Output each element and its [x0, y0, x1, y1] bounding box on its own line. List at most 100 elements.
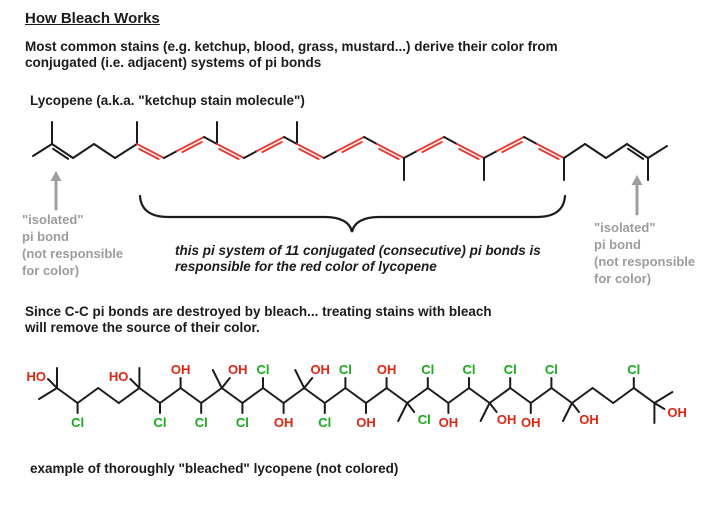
arrow-up-icon [50, 171, 62, 181]
bond [203, 136, 218, 145]
conjugated-double-bond [176, 136, 205, 152]
methyl-bond [38, 387, 58, 400]
bond [344, 387, 367, 404]
bond [550, 387, 573, 404]
conjugated-double-bond [538, 147, 560, 161]
atom-label: Cl [421, 362, 434, 377]
intro-paragraph: Most common stains (e.g. ketchup, blood,… [25, 39, 558, 71]
conjugated-double-bond [416, 136, 445, 152]
bond [129, 378, 141, 389]
conjugated-double-bond [256, 136, 285, 152]
conjugated-double-bond [181, 140, 203, 154]
bond [303, 387, 326, 404]
atom-label: OH [377, 362, 397, 377]
bond [323, 150, 338, 159]
right-isolated-note: "isolated" pi bond (not responsible for … [594, 219, 695, 287]
methyl-bond [653, 391, 674, 404]
atom-label: Cl [418, 412, 431, 427]
conjugated-double-bond [138, 147, 160, 161]
atom-label: Cl [195, 415, 208, 430]
atom-label: OH [667, 405, 687, 420]
note-line: responsible for the red color of lycopen… [175, 259, 437, 274]
bond [612, 387, 635, 404]
isolated-double-bond [627, 147, 645, 160]
bond [179, 387, 203, 404]
bond [365, 387, 388, 404]
bond [523, 136, 538, 145]
atom-label: HO [109, 369, 129, 384]
bond [56, 387, 79, 404]
methyl-bond [479, 402, 491, 422]
bond [72, 143, 95, 159]
isolated-double-bond [51, 143, 74, 159]
bond [571, 387, 594, 404]
bond [447, 387, 470, 404]
bond [114, 143, 138, 159]
note-line: pi bond [22, 229, 69, 244]
bond [243, 150, 258, 159]
bond [468, 387, 491, 404]
bleached-caption: example of thoroughly "bleached" lycopen… [30, 461, 399, 476]
conjugated-double-bond [336, 136, 365, 152]
note-line: "isolated" [22, 212, 84, 227]
bond [488, 387, 512, 404]
isolated-double-bond [626, 143, 649, 159]
conjugated-double-bond [496, 136, 525, 152]
note-line: for color) [22, 263, 80, 278]
bond [483, 150, 498, 159]
atom-label: Cl [504, 362, 517, 377]
bond [571, 402, 580, 413]
bond [138, 387, 161, 404]
bond [323, 387, 347, 404]
conjugated-double-bond [501, 140, 523, 154]
conjugated-double-bond [536, 143, 565, 159]
bond [220, 377, 231, 389]
bond [529, 387, 553, 404]
atom-label: OH [171, 362, 191, 377]
atom-label: Cl [463, 362, 476, 377]
bond [426, 387, 450, 404]
isolated-double-bond [52, 147, 70, 160]
conjugated-double-bond [421, 140, 443, 154]
atom-label: Cl [627, 362, 640, 377]
bond [117, 387, 141, 404]
bond [163, 150, 178, 159]
atom-label: OH [579, 412, 599, 427]
bond [282, 387, 306, 404]
atom-label: OH [521, 415, 541, 430]
conjugated-double-bond [378, 147, 400, 161]
conjugated-double-bond [458, 147, 480, 161]
bond [283, 136, 298, 145]
atom-label: Cl [154, 415, 167, 430]
atom-label: HO [27, 369, 47, 384]
atom-label: Cl [236, 415, 249, 430]
bond [632, 387, 656, 404]
bond [605, 143, 628, 159]
methyl-bond [294, 369, 306, 389]
note-line: Since C-C pi bonds are destroyed by blea… [25, 304, 492, 319]
methyl-bond [562, 402, 573, 422]
conjugated-double-bond [456, 143, 485, 159]
bond [584, 143, 607, 159]
bond [93, 143, 116, 159]
methyl-bond [397, 402, 409, 422]
arrow-up-icon [631, 175, 643, 185]
bond [443, 136, 458, 145]
brace [138, 194, 567, 233]
bond [159, 387, 182, 404]
atom-label: OH [310, 362, 330, 377]
conjugated-double-bond [136, 143, 165, 159]
bond [406, 387, 429, 404]
bond [591, 387, 615, 404]
bond [220, 387, 244, 404]
conjugated-double-bond [296, 143, 325, 159]
methyl-bond [211, 369, 223, 389]
bond [385, 387, 409, 404]
note-line: "isolated" [594, 220, 656, 235]
atom-label: Cl [257, 362, 270, 377]
conjugated-system-note: this pi system of 11 conjugated (consecu… [175, 243, 541, 275]
bond [262, 387, 285, 404]
bond [97, 387, 120, 404]
